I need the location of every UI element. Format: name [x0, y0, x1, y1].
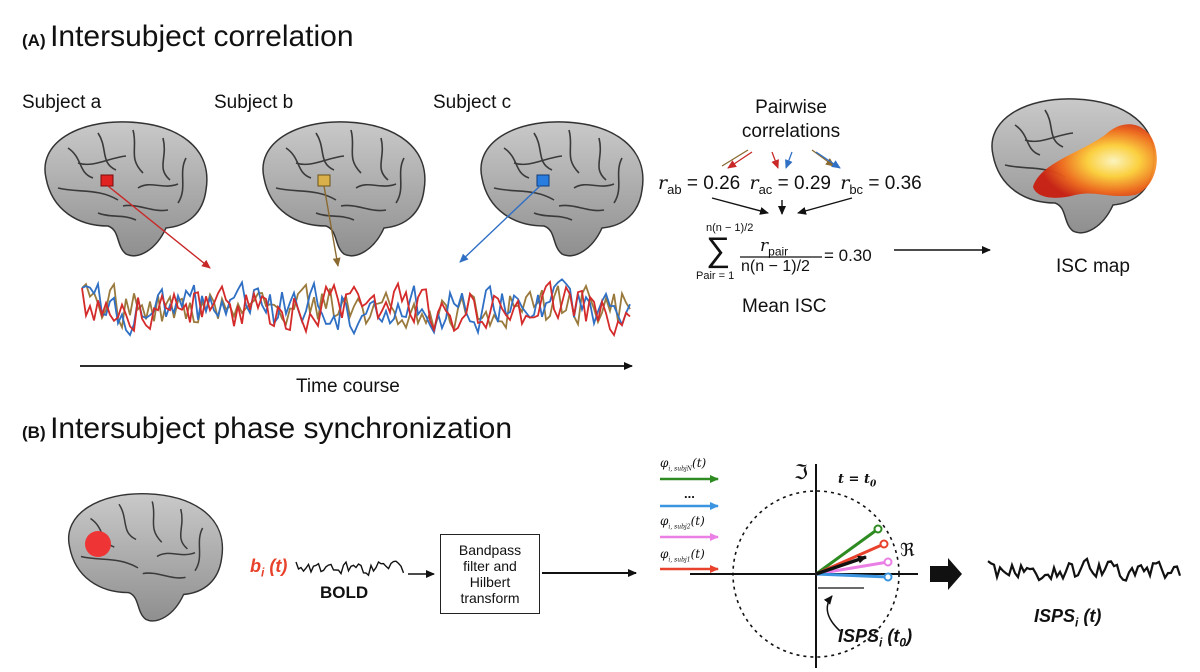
- subject-b-label: Subject b: [214, 92, 294, 113]
- vector-green: [815, 527, 879, 576]
- isps-pointer-arrow: [823, 595, 841, 632]
- brain-subject-a: [44, 121, 208, 257]
- panel-a-title: Intersubject correlation: [50, 20, 354, 53]
- signal-label: bi (t): [250, 556, 288, 580]
- trace-subject-a: [81, 280, 631, 338]
- time-equation: t = t0: [838, 472, 877, 490]
- subject-a-label: Subject a: [22, 92, 102, 113]
- filter-line-2: filter and: [463, 558, 517, 574]
- vector-green-tip: [873, 524, 883, 534]
- brain-subject-c: [480, 121, 644, 257]
- vector-pink-tip: [883, 557, 893, 567]
- fraction-numerator: rpair: [760, 236, 789, 259]
- pairwise-title-line1: Pairwise: [755, 97, 827, 118]
- brain-subject-b: [262, 121, 426, 257]
- to-output-arrow: [930, 558, 962, 590]
- pairwise-title-line2: correlations: [741, 121, 841, 142]
- conv-arrow-right: [797, 197, 853, 215]
- r-ab: rab = 0.26: [658, 172, 741, 197]
- isc-map-label: ISC map: [1056, 256, 1130, 277]
- brain-panel-b: [67, 493, 224, 622]
- sum-symbol: ∑: [706, 231, 731, 269]
- filter-line-4: transform: [460, 590, 520, 606]
- phase-label-subj1: φi, subj1(t): [660, 547, 705, 564]
- real-axis-label: ℜ: [900, 540, 915, 561]
- mean-isc-label: Mean ISC: [742, 296, 827, 317]
- r-bc: rbc = 0.36: [840, 172, 922, 197]
- vector-red-tip: [879, 539, 889, 549]
- isps-t0-label: ISPSi (t0): [838, 626, 913, 650]
- subject-c-label: Subject c: [433, 92, 512, 113]
- conv-arrow-left: [711, 197, 769, 215]
- vector-pink: [815, 560, 889, 576]
- vector-blue-tip: [883, 572, 893, 582]
- pairwise-values: rab = 0.26 rac = 0.29 rbc = 0.36: [658, 172, 922, 197]
- time-series-traces: [81, 278, 631, 338]
- panel-b-title: Intersubject phase synchronization: [50, 412, 513, 445]
- bold-label: BOLD: [320, 583, 369, 602]
- roi-dot-panel-b: [85, 531, 111, 557]
- phase-label-subj2: φi, subj2(t): [660, 514, 705, 531]
- panel-b-heading: (B) Intersubject phase synchronization: [22, 412, 512, 446]
- bold-signal-trace: [295, 560, 405, 577]
- sum-upper-limit: n(n − 1)/2: [706, 222, 754, 234]
- panel-a-letter: (A): [22, 31, 46, 50]
- roi-a-arrow: [107, 185, 211, 269]
- isc-heat-region: [1033, 124, 1157, 198]
- isps-output-trace: [987, 557, 1182, 582]
- fraction-denominator: n(n − 1)/2: [741, 258, 810, 275]
- time-course-label: Time course: [296, 376, 400, 397]
- pair-arrow-bc-blue: [815, 151, 841, 169]
- roi-subject-b: [317, 174, 331, 187]
- roi-subject-a: [100, 174, 114, 187]
- isc-map-brain: [991, 98, 1157, 234]
- r-ac: rac = 0.29: [749, 172, 831, 197]
- pair-arrow-ab-red: [727, 151, 753, 169]
- filter-box: Bandpass filter and Hilbert transform: [440, 534, 540, 614]
- pair-arrow-ac-red: [771, 151, 779, 169]
- mean-resultant-vector: [815, 555, 867, 576]
- phase-label-subjN: φi, subjN(t): [660, 456, 707, 473]
- mean-isc-value: = 0.30: [824, 246, 872, 265]
- panel-a-heading: (A) Intersubject correlation: [22, 20, 354, 54]
- trace-subject-c: [81, 278, 631, 337]
- vector-blue: [815, 572, 889, 579]
- panel-b-letter: (B): [22, 423, 46, 442]
- pair-arrow-bc-brown: [811, 149, 835, 167]
- pair-arrow-ac-blue: [785, 151, 793, 169]
- pair-arrow-ab-brown: [721, 149, 749, 167]
- sum-lower-limit: Pair = 1: [696, 270, 735, 282]
- filter-line-3: Hilbert: [469, 574, 511, 590]
- roi-subject-c: [536, 174, 550, 187]
- phase-label-ellipsis: ...: [684, 486, 695, 501]
- roi-c-arrow: [459, 185, 541, 263]
- pairwise-title: Pairwise correlations: [736, 96, 846, 144]
- isps-t-label: ISPSi (t): [1034, 606, 1102, 630]
- filter-line-1: Bandpass: [458, 542, 522, 558]
- roi-b-arrow: [323, 185, 341, 267]
- imaginary-axis-label: ℑ: [794, 460, 808, 484]
